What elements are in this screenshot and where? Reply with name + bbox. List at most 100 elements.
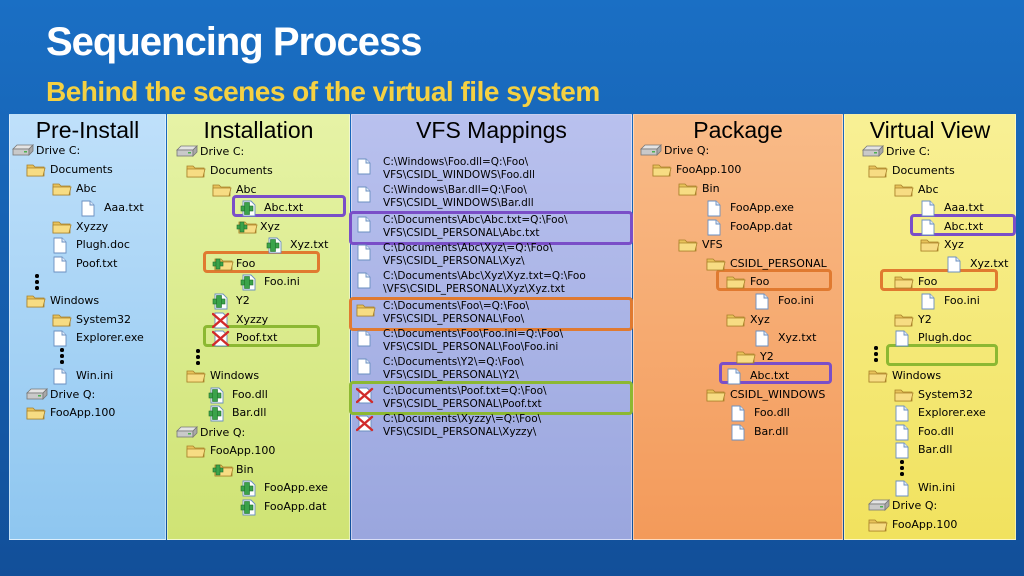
package-tree-item-xyz-txt: Xyz.txt: [754, 329, 816, 347]
vfs-mapping-source: C:\Documents\Abc\Xyz\Xyz.txt=Q:\Foo: [383, 270, 586, 282]
package-tree-item-foo-ini: Foo.ini: [754, 292, 814, 310]
package-tree-item-csidl-windows: CSIDL_WINDOWS: [706, 386, 825, 403]
tree-item-label: Poof.txt: [236, 331, 278, 344]
installation-tree-item-xyz-txt: Xyz.txt: [266, 236, 328, 254]
drive-icon: [12, 143, 34, 158]
tree-item-label: Foo.ini: [264, 275, 300, 288]
virtual-tree-item-abc: Abc: [894, 181, 939, 198]
folder-icon: [706, 387, 726, 402]
folder-icon: [678, 237, 698, 252]
folder-icon: [52, 312, 72, 327]
package-tree-item-fooapp-exe: FooApp.exe: [706, 199, 794, 217]
added-icon: [240, 274, 258, 291]
package-column: Package: [633, 114, 843, 540]
file-icon: [894, 442, 912, 459]
ellipsis-icon: [60, 348, 66, 366]
installation-tree-item-drive-c: Drive C:: [176, 143, 244, 160]
tree-item-label: Foo: [918, 275, 938, 288]
installation-tree-item-y2: Y2: [212, 292, 250, 310]
deleted-icon: [212, 312, 230, 329]
tree-item-label: Drive C:: [36, 144, 81, 157]
preinstall-tree-item-plugh-doc: Plugh.doc: [52, 236, 130, 254]
installation-tree-item-windows: Windows: [186, 367, 259, 384]
vfs-mapping-target: VFS\CSIDL_WINDOWS\Foo.dll: [383, 169, 535, 181]
ellipsis-icon: [900, 460, 906, 478]
installation-tree-item-poof-txt: Poof.txt: [212, 329, 278, 347]
tree-item-label: FooApp.exe: [730, 201, 794, 214]
tree-item-label: Plugh.doc: [76, 238, 130, 251]
vfs-mapping-target: VFS\CSIDL_PERSONAL\Foo\: [383, 313, 525, 325]
folder-icon: [894, 312, 914, 327]
vfs-mapping-target: VFS\CSIDL_PERSONAL\Poof.txt: [383, 398, 542, 410]
added-icon: [208, 387, 226, 404]
tree-item-label: FooApp.dat: [264, 500, 327, 513]
tree-item-label: Bar.dll: [918, 443, 953, 456]
tree-item-label: Xyzzy: [236, 313, 269, 326]
folder-icon: [726, 274, 746, 289]
tree-item-label: Aaa.txt: [944, 201, 984, 214]
vfs-mapping-target: VFS\CSIDL_PERSONAL\Abc.txt: [383, 227, 540, 239]
folder-icon: [52, 219, 72, 234]
vfs-mapping-row: C:\Windows\Bar.dll=Q:\Foo\VFS\CSIDL_WIND…: [356, 184, 534, 210]
slide-subtitle: Behind the scenes of the virtual file sy…: [46, 76, 600, 107]
vfs-mapping-target: VFS\CSIDL_PERSONAL\Y2\: [383, 369, 519, 381]
tree-item-label: Foo.dll: [232, 388, 268, 401]
vfs-mapping-target: VFS\CSIDL_PERSONAL\Xyzzy\: [383, 426, 537, 438]
highlight-abc-install: [232, 195, 346, 217]
folder-icon: [356, 302, 376, 317]
package-tree-item-fooapp-dat: FooApp.dat: [706, 218, 792, 236]
virtual-tree-item-aaa-txt: Aaa.txt: [920, 199, 984, 217]
tree-item-label: Drive C:: [200, 145, 245, 158]
vfs-mapping-source: C:\Windows\Bar.dll=Q:\Foo\: [383, 184, 527, 196]
installation-tree-item-foo-dll: Foo.dll: [208, 386, 268, 404]
package-tree-item-y2: Y2: [736, 348, 774, 365]
folder-icon: [736, 349, 756, 364]
vfs-mapping-source: C:\Documents\Poof.txt=Q:\Foo\: [383, 385, 547, 397]
highlight-plugh-virtual: [886, 344, 998, 366]
file-icon: [730, 405, 748, 422]
tree-item-label: FooApp.100: [50, 406, 116, 419]
file-icon: [356, 330, 374, 347]
package-tree-item-drive-q: Drive Q:: [640, 142, 709, 159]
tree-item-label: Win.ini: [918, 481, 956, 494]
virtual-tree-item-abc-txt: Abc.txt: [920, 218, 983, 236]
file-icon: [726, 368, 744, 385]
virtual-tree-item-explorer-exe: Explorer.exe: [894, 404, 986, 422]
vfs-mapping-row: C:\Documents\Y2\=Q:\Foo\VFS\CSIDL_PERSON…: [356, 356, 524, 382]
vfs-header: VFS Mappings: [416, 117, 567, 143]
installation-tree-item-bar-dll: Bar.dll: [208, 404, 266, 422]
drive-icon: [176, 425, 198, 440]
tree-item-label: Y2: [918, 313, 932, 326]
file-icon: [356, 216, 374, 233]
virtual-tree-item-foo-ini: Foo.ini: [920, 292, 980, 310]
folder-icon: [920, 237, 940, 252]
package-header: Package: [693, 117, 783, 143]
package-tree-item-bar-dll: Bar.dll: [730, 423, 788, 441]
preinstall-header: Pre-Install: [35, 117, 140, 143]
tree-item-label: Y2: [760, 350, 774, 363]
vfs-mapping-row: C:\Documents\Poof.txt=Q:\Foo\VFS\CSIDL_P…: [356, 385, 547, 411]
vfs-mapping-row: C:\Documents\Xyzzy\=Q:\Foo\VFS\CSIDL_PER…: [356, 413, 541, 439]
vfs-mapping-row: C:\Documents\Abc\Xyz\Xyz.txt=Q:\Foo\VFS\…: [356, 270, 586, 296]
installation-tree-item-foo-ini: Foo.ini: [240, 273, 300, 291]
package-tree-item-csidl-personal: CSIDL_PERSONAL: [706, 255, 827, 272]
highlight-foo-package: [716, 269, 832, 291]
file-icon: [52, 330, 70, 347]
tree-item-label: Foo.ini: [778, 294, 814, 307]
package-tree-item-fooapp-100: FooApp.100: [652, 161, 741, 178]
tree-item-label: FooApp.exe: [264, 481, 328, 494]
virtual-tree-item-xyz: Xyz: [920, 236, 964, 253]
tree-item-label: System32: [918, 388, 974, 401]
tree-item-label: Y2: [236, 294, 250, 307]
folder-icon: [894, 274, 914, 289]
tree-item-label: Xyz: [260, 220, 280, 233]
preinstall-tree-item-windows: Windows: [26, 292, 99, 309]
virtual-header: Virtual View: [869, 117, 991, 143]
tree-item-label: FooApp.100: [676, 163, 742, 176]
folder-icon: [652, 162, 672, 177]
highlight-poof-vfs: [349, 381, 633, 415]
file-icon: [356, 272, 374, 289]
virtual-tree-item-documents: Documents: [868, 162, 955, 179]
tree-item-label: Documents: [210, 164, 273, 177]
tree-item-label: Foo.ini: [944, 294, 980, 307]
